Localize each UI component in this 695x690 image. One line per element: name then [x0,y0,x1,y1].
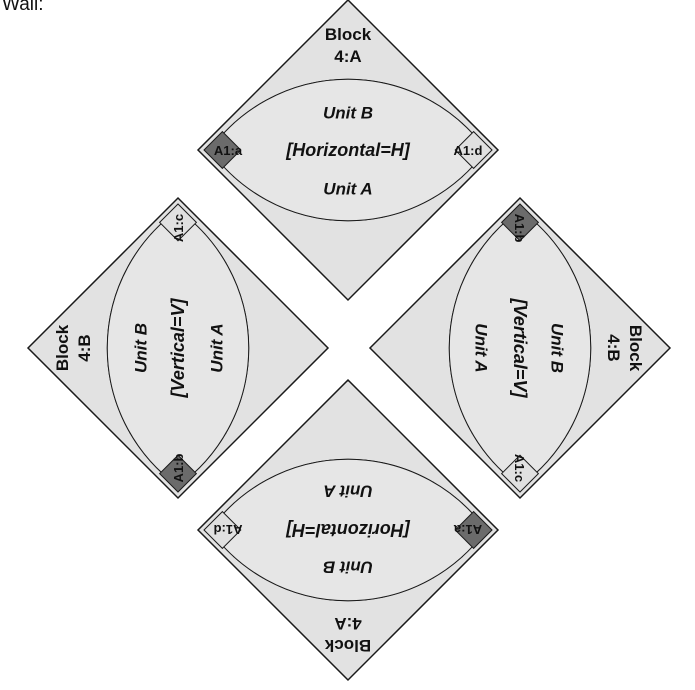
block-label-line2: 4:B [75,334,94,361]
corner-label-left: A1:a [453,522,482,537]
unit-outer-label: Unit B [132,323,151,373]
corner-label-left: A1:b [512,214,527,243]
corner-square-left [203,130,242,170]
unit-outer-label: Unit B [323,557,373,576]
corner-square-right [454,130,493,170]
wall-label: Wall: [2,0,44,15]
block-label-line1: Block [53,324,72,371]
block-top: Block 4:A Unit B [Horizontal=H] Unit A A1:a A1… [196,0,500,302]
corner-label-right: A1:c [171,214,186,242]
block-label-line1: Block [626,325,645,372]
unit-outer-label: Unit B [323,104,373,123]
corner-square-left [454,510,493,550]
corner-square-right [500,454,540,493]
unit-inner-label: Unit A [323,482,372,501]
corner-square-left [500,203,540,242]
center-label: [Vertical=V] [168,298,188,399]
block-label-line1: Block [325,25,372,44]
corner-label-left: A1:b [171,453,186,482]
block-label-line1: Block [324,636,371,655]
corner-label-right: A1:d [454,143,483,158]
block-label-line2: 4:A [334,47,361,66]
corner-square-right [158,203,198,242]
corner-square-right [203,510,242,550]
block-bottom: Block 4:A Unit B [Horizontal=H] Unit A A1:a A1… [196,378,500,682]
center-label: [Horizontal=H] [285,140,411,160]
center-label: [Horizontal=H] [285,520,411,540]
unit-inner-label: Unit A [207,323,226,372]
corner-label-right: A1:c [512,454,527,482]
unit-outer-label: Unit B [547,323,566,373]
unit-inner-label: Unit A [323,179,372,198]
unit-inner-label: Unit A [472,323,491,372]
corner-label-right: A1:d [213,522,242,537]
corner-square-left [158,454,198,493]
block-label-line2: 4:B [604,334,623,361]
corner-label-left: A1:a [214,143,243,158]
block-label-line2: 4:A [334,614,361,633]
center-label: [Vertical=V] [510,298,530,399]
